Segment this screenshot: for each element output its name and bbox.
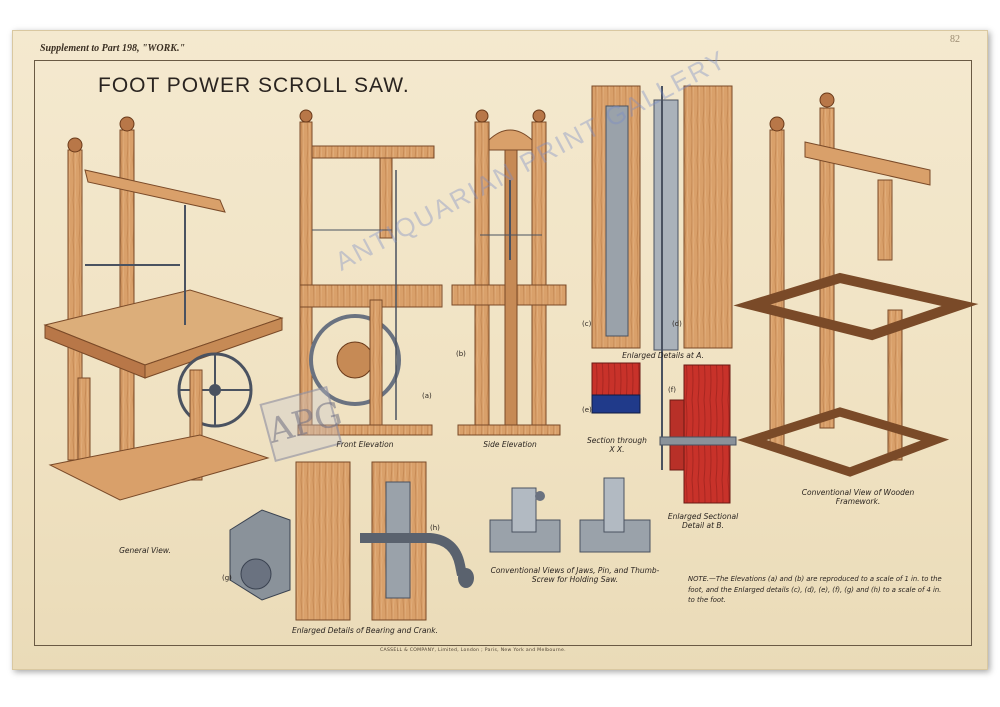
enlarged-details-a-illustration: [591, 85, 733, 470]
label-c: (c): [582, 320, 592, 328]
front-elevation-illustration: [297, 109, 443, 436]
caption-side-elevation: Side Elevation: [483, 440, 537, 449]
scale-note: NOTE.—The Elevations (a) and (b) are rep…: [688, 575, 942, 605]
label-e: (e): [582, 406, 592, 414]
plate-border: [34, 60, 972, 646]
section-through-illustration: [591, 362, 641, 414]
label-d: (d): [672, 320, 682, 328]
caption-enlarged-sectional-b: Enlarged Sectional Detail at B.: [667, 512, 739, 531]
bearing-crank-illustration: [229, 461, 474, 621]
caption-section-through: Section through X X.: [587, 436, 647, 455]
label-h: (h): [430, 524, 440, 532]
supplement-header: Supplement to Part 198, "WORK.": [40, 43, 186, 54]
wooden-framework-illustration: [733, 92, 979, 477]
label-b: (b): [456, 350, 466, 358]
label-g: (g): [222, 574, 232, 582]
jaws-pin-illustration: [489, 477, 651, 553]
publisher-footer: CASSELL & COMPANY, Limited, London ; Par…: [380, 648, 566, 653]
caption-jaws-pin: Conventional Views of Jaws, Pin, and Thu…: [490, 566, 660, 585]
page-number: 82: [950, 34, 960, 45]
label-a: (a): [422, 392, 432, 400]
caption-wooden-framework: Conventional View of Wooden Framework.: [801, 488, 915, 507]
label-f: (f): [668, 386, 676, 394]
general-view-illustration: [43, 116, 284, 501]
caption-front-elevation: Front Elevation: [336, 440, 394, 449]
caption-bearing-crank: Enlarged Details of Bearing and Crank.: [291, 626, 439, 635]
enlarged-sectional-b-illustration: [659, 364, 737, 504]
caption-general-view: General View.: [119, 546, 171, 555]
plate-title: FOOT POWER SCROLL SAW.: [98, 74, 410, 97]
side-elevation-illustration: [451, 109, 567, 436]
caption-enlarged-details-a: Enlarged Details at A.: [622, 351, 704, 360]
